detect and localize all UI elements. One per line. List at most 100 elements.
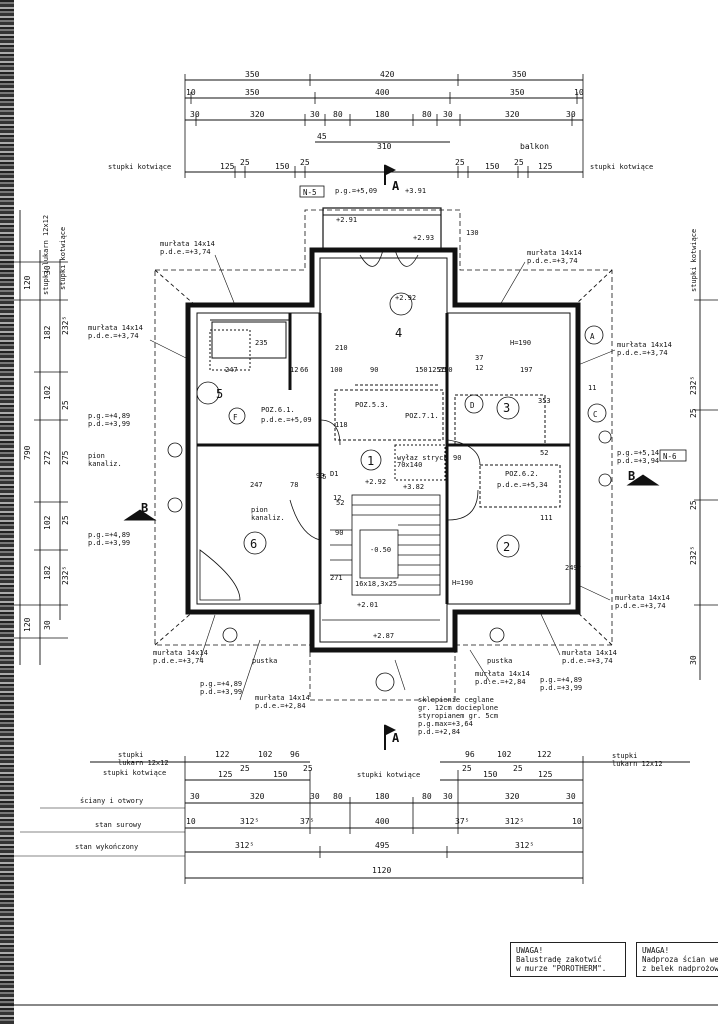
room-dimension: 247	[250, 481, 263, 489]
dim-sciany-0: 30	[190, 792, 200, 801]
label-391: +3.91	[405, 187, 426, 195]
room-dimension: 12	[333, 494, 341, 502]
dim-top-r3-3: 80	[333, 110, 343, 119]
label-stairs: 16x18,3x25	[355, 580, 397, 588]
dim-top-r3-4: 180	[375, 110, 390, 119]
dim-top-r1-1: 420	[380, 70, 395, 79]
dim-surowy-0: 10	[186, 817, 196, 826]
dim-right-1: 25	[689, 408, 698, 418]
dim-left-mid-1: 182	[43, 325, 52, 340]
axis-f-label: F	[233, 413, 238, 422]
room-number-5: 5	[216, 387, 223, 401]
room-dimension: 247	[225, 366, 238, 374]
note-uwaga-nadproza: UWAGA! Nadproza ścian wew z belek nadpro…	[636, 942, 718, 977]
room-number-1: 1	[367, 454, 374, 468]
room-dimension: 197	[520, 366, 533, 374]
dim-left-inner-1: 25	[61, 400, 70, 410]
dim-bottom-r1-r0: 96	[465, 750, 475, 759]
dim-top-r3-8: 30	[566, 110, 576, 119]
dim-top-r2-1: 350	[245, 88, 260, 97]
label-d1: D1	[330, 470, 338, 478]
dim-left-mid-2: 102	[43, 385, 52, 400]
label-h190-bottom: H=190	[452, 579, 473, 587]
room-dimension: 25	[438, 366, 446, 374]
room-number-2: 2	[503, 540, 510, 554]
dim-right-4: 30	[689, 655, 698, 665]
dim-bottom-r2-r3: 125	[538, 770, 553, 779]
dim-top-r3-1: 320	[250, 110, 265, 119]
dim-top-r2-2: 400	[375, 88, 390, 97]
dim-top-r5-r2: 25	[514, 158, 524, 167]
dim-sciany-4: 180	[375, 792, 390, 801]
dim-left-mid-6: 30	[43, 620, 52, 630]
dim-left-mid-0: 30	[43, 265, 52, 275]
dim-top-balkon: balkon	[520, 142, 549, 151]
dim-right-0: 232⁵	[689, 376, 698, 395]
room-dimension: 100	[330, 366, 343, 374]
dim-wykonczony-2: 312⁵	[515, 841, 534, 850]
room-dimension: 90	[335, 529, 343, 537]
dim-top-r5-l2: 150	[275, 162, 290, 171]
label-382: +3.82	[403, 483, 424, 491]
label-h190-top: H=190	[510, 339, 531, 347]
label-291: +2.91	[336, 216, 357, 224]
dim-sciany-3: 80	[333, 792, 343, 801]
dim-top-r2-0: 10	[186, 88, 196, 97]
dim-left-inner-3: 25	[61, 515, 70, 525]
dim-left-mid-4: 102	[43, 515, 52, 530]
dim-right-2: 25	[689, 500, 698, 510]
axis-d-label: D	[470, 401, 475, 410]
room-dimension: 66	[300, 366, 308, 374]
dim-sciany-6: 30	[443, 792, 453, 801]
dim-surowy-4: 37⁵	[455, 817, 469, 826]
label-292-room4: +2.92	[395, 294, 416, 302]
dim-wykonczony-0: 312⁵	[235, 841, 254, 850]
room-dimension: 90	[453, 454, 461, 462]
room-dimension: 52	[336, 499, 344, 507]
label-poz61-pd: p.d.e.=+5,09	[261, 416, 312, 424]
label-poz62: POZ.6.2.	[505, 470, 539, 478]
dim-left-mid-3: 272	[43, 450, 52, 465]
dim-bottom-r2-l1: 25	[240, 764, 250, 773]
label-293: +2.93	[413, 234, 434, 242]
dim-top-r1-2: 350	[512, 70, 527, 79]
dim-bottom-r2-r1: 150	[483, 770, 498, 779]
label-pustka-left: pustka	[252, 657, 277, 665]
room-number-3: 3	[503, 401, 510, 415]
dim-sciany-5: 80	[422, 792, 432, 801]
scan-binding-edge	[0, 0, 14, 1024]
label-292-hall: +2.92	[365, 478, 386, 486]
room-dimension: 25	[318, 473, 326, 481]
label-poz61: POZ.6.1.	[261, 406, 295, 414]
dim-sciany-2: 30	[310, 792, 320, 801]
room-dimension: 12	[290, 366, 298, 374]
dim-sciany-7: 320	[505, 792, 520, 801]
label-287: +2.87	[373, 632, 394, 640]
label-stan-wykonczony: stan wykończony	[75, 843, 138, 851]
dim-top-r4-1: 310	[377, 142, 392, 151]
dim-left-outer-0: 120	[23, 275, 32, 290]
dim-bottom-r1-r2: 122	[537, 750, 552, 759]
dim-bottom-r1-l0: 122	[215, 750, 230, 759]
label-dim-210: 210	[335, 344, 348, 352]
room-dimension: 249⁵	[565, 564, 582, 572]
note-uwaga-balustrade: UWAGA! Balustradę zakotwić w murze "PORO…	[510, 942, 626, 977]
dim-sciany-8: 30	[566, 792, 576, 801]
dim-bottom-r1-l1: 102	[258, 750, 273, 759]
dim-left-inner-0: 232⁵	[61, 316, 70, 335]
dim-top-r2-3: 350	[510, 88, 525, 97]
dim-surowy-3: 400	[375, 817, 390, 826]
room-dimension: 271	[330, 574, 343, 582]
